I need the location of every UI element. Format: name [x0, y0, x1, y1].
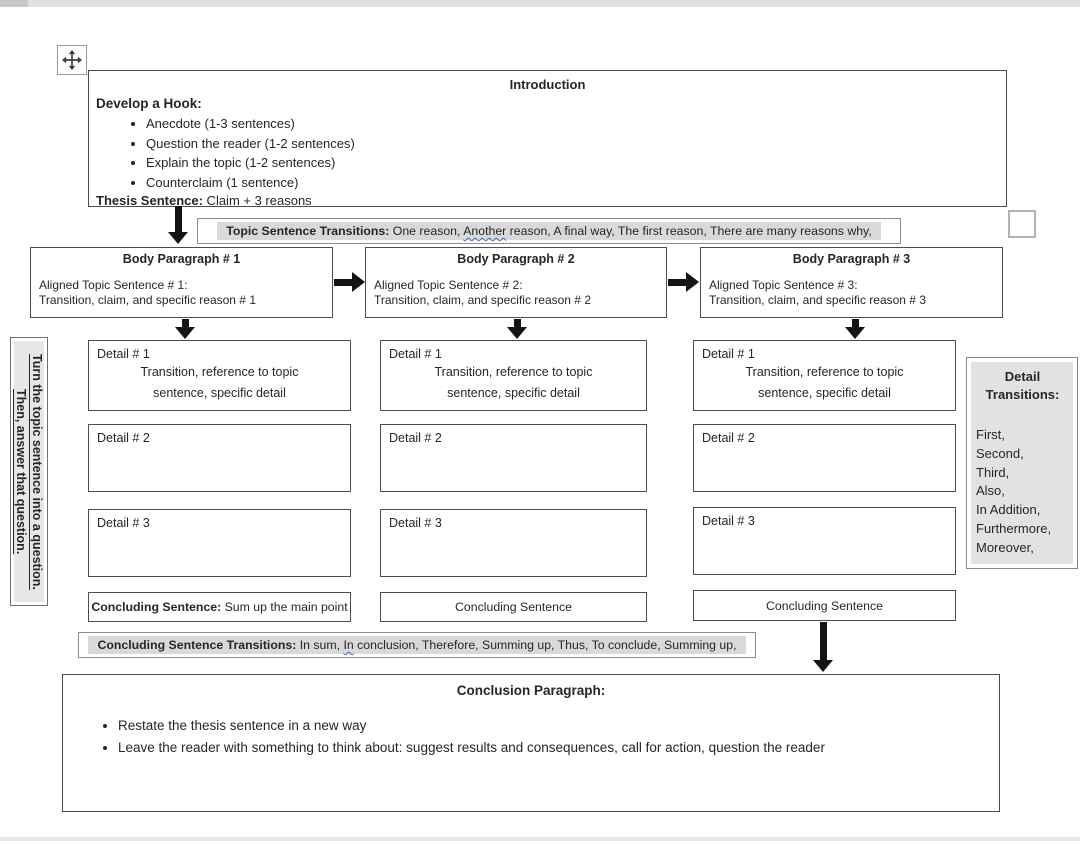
hook-bullet: Anecdote (1-3 sentences): [146, 114, 1006, 134]
detail-hint: sentence, specific detail: [153, 386, 286, 400]
detail-1-box-col2: Detail # 1 Transition, reference to topi…: [380, 340, 647, 411]
detail-hint: Transition, reference to topic: [140, 365, 299, 379]
side-note-box: Turn the topic sentence into a question.…: [10, 337, 48, 606]
flagged-word: Another: [463, 224, 507, 238]
conclusion-box: Conclusion Paragraph: Restate the thesis…: [62, 674, 1000, 812]
detail-label: Detail # 3: [389, 516, 442, 530]
aligned-topic-sentence: Aligned Topic Sentence # 1:: [39, 278, 188, 292]
conclusion-bullet-list: Restate the thesis sentence in a new way…: [118, 718, 999, 755]
hook-bullet: Counterclaim (1 sentence): [146, 173, 1006, 193]
detail-2-box-col3: Detail # 2: [693, 424, 956, 492]
detail-label: Detail # 1: [389, 347, 442, 361]
thesis-text: Claim + 3 reasons: [202, 193, 312, 208]
concluding-transitions-bar: Concluding Sentence Transitions: In sum,…: [78, 632, 756, 658]
empty-square-shape: [1008, 210, 1036, 238]
detail-hint: Transition, reference to topic: [745, 365, 904, 379]
transition-item: In Addition,: [976, 502, 1041, 518]
topic-transitions-text: Topic Sentence Transitions: One reason, …: [217, 222, 881, 240]
transition-item: Moreover,: [976, 539, 1034, 555]
detail-2-box-col1: Detail # 2: [88, 424, 351, 492]
concluding-sentence-box-col3: Concluding Sentence: [693, 590, 956, 621]
conclusion-bullet: Restate the thesis sentence in a new way: [118, 718, 999, 733]
detail-1-box-col1: Detail # 1 Transition, reference to topi…: [88, 340, 351, 411]
concluding-sentence-box-col1: Concluding Sentence: Sum up the main poi…: [88, 592, 351, 622]
thesis-line: Thesis Sentence: Claim + 3 reasons: [96, 193, 1006, 208]
body-paragraph-1-box: Body Paragraph # 1 Aligned Topic Sentenc…: [30, 247, 333, 318]
topic-transitions-bar: Topic Sentence Transitions: One reason, …: [197, 218, 901, 244]
aligned-topic-sentence: Aligned Topic Sentence # 3:: [709, 278, 858, 292]
detail-label: Detail # 3: [702, 514, 755, 528]
window-bottom-strip: [0, 837, 1080, 841]
topic-sentence-detail: Transition, claim, and specific reason #…: [709, 293, 926, 307]
detail-3-box-col2: Detail # 3: [380, 509, 647, 577]
body-paragraph-2-box: Body Paragraph # 2 Aligned Topic Sentenc…: [365, 247, 667, 318]
introduction-box: Introduction Develop a Hook: Anecdote (1…: [88, 70, 1007, 208]
detail-3-box-col1: Detail # 3: [88, 509, 351, 577]
concluding-sentence-text: Concluding Sentence: [455, 600, 572, 614]
side-note-text: Turn the topic sentence into a question.…: [13, 354, 45, 590]
transition-item: First,: [976, 427, 1005, 442]
side-note-line: Then, answer that question.: [14, 388, 28, 555]
transition-item: Furthermore,: [976, 520, 1052, 536]
introduction-title: Introduction: [509, 77, 586, 92]
transition-item: Third,: [976, 464, 1010, 480]
detail-label: Detail # 3: [97, 516, 150, 530]
topic-sentence-detail: Transition, claim, and specific reason #…: [39, 293, 256, 307]
transition-item: Second,: [976, 445, 1024, 461]
thesis-label: Thesis Sentence:: [96, 193, 203, 208]
detail-hint: sentence, specific detail: [447, 386, 580, 400]
body-paragraph-title: Body Paragraph # 2: [457, 252, 575, 266]
detail-2-box-col2: Detail # 2: [380, 424, 647, 492]
window-top-strip-corner: [0, 0, 28, 7]
detail-label: Detail # 2: [702, 431, 755, 445]
object-move-handle[interactable]: [57, 45, 87, 75]
detail-transitions-title: Detail Transitions:: [985, 369, 1060, 402]
concluding-sentence-box-col2: Concluding Sentence: [380, 592, 647, 622]
hook-label: Develop a Hook:: [96, 96, 202, 111]
detail-label: Detail # 2: [97, 431, 150, 445]
detail-label: Detail # 1: [702, 347, 755, 361]
transition-item: Also,: [976, 483, 1005, 499]
conclusion-bullet: Leave the reader with something to think…: [118, 740, 999, 755]
detail-3-box-col3: Detail # 3: [693, 507, 956, 575]
detail-label: Detail # 1: [97, 347, 150, 361]
body-paragraph-title: Body Paragraph # 1: [122, 252, 241, 266]
concluding-transitions-text: Concluding Sentence Transitions: In sum,…: [88, 636, 746, 654]
body-paragraph-title: Body Paragraph # 3: [792, 252, 911, 266]
concluding-sentence-text: Concluding Sentence: Sum up the main poi…: [91, 600, 348, 614]
detail-1-box-col3: Detail # 1 Transition, reference to topi…: [693, 340, 956, 411]
window-top-strip: [0, 0, 1080, 7]
body-paragraph-3-box: Body Paragraph # 3 Aligned Topic Sentenc…: [700, 247, 1003, 318]
hook-bullet: Explain the topic (1-2 sentences): [146, 153, 1006, 173]
hook-bullet: Question the reader (1-2 sentences): [146, 134, 1006, 154]
detail-hint: sentence, specific detail: [758, 386, 891, 400]
side-note-line: Turn the topic sentence into a question.: [30, 353, 44, 590]
concluding-sentence-text: Concluding Sentence: [766, 598, 883, 613]
detail-transitions-list: First, Second, Third, Also, In Addition,…: [976, 426, 1069, 558]
detail-hint: Transition, reference to topic: [434, 365, 593, 379]
hook-bullet-list: Anecdote (1-3 sentences) Question the re…: [146, 114, 1006, 192]
conclusion-title: Conclusion Paragraph:: [456, 683, 606, 698]
detail-transitions-box: Detail Transitions: First, Second, Third…: [966, 357, 1078, 569]
flagged-word: In: [343, 638, 354, 652]
topic-sentence-detail: Transition, claim, and specific reason #…: [374, 293, 591, 307]
aligned-topic-sentence: Aligned Topic Sentence # 2:: [374, 278, 523, 292]
move-icon: [62, 50, 82, 70]
detail-label: Detail # 2: [389, 431, 442, 445]
